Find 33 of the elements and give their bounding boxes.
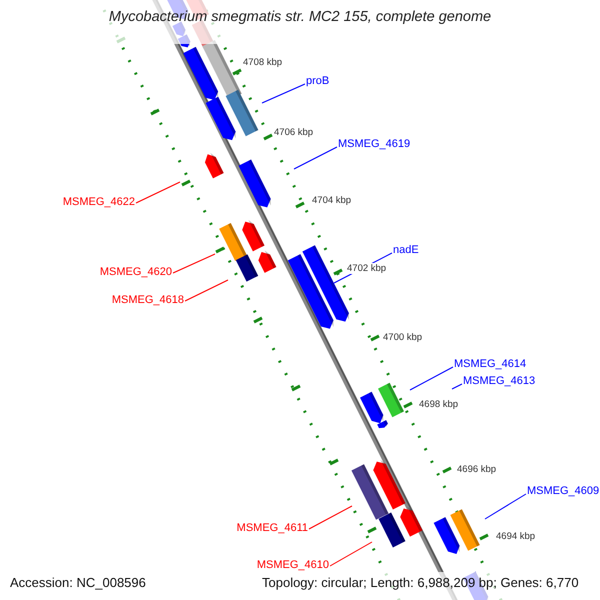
scale-label: 4694 kbp — [495, 531, 536, 542]
gene-label: MSMEG_4619 — [338, 137, 410, 151]
leader-line — [308, 506, 352, 530]
leader-line — [172, 254, 216, 274]
scale-label: 4708 kbp — [242, 57, 284, 68]
gene-label: MSMEG_4622 — [62, 195, 135, 209]
leader-line — [136, 182, 180, 204]
leader-line — [262, 84, 306, 104]
leader-line — [410, 366, 454, 390]
gene-label: MSMEG_4614 — [454, 357, 526, 371]
scale-label: 4698 kbp — [418, 399, 460, 410]
gene-label: MSMEG_4610 — [256, 558, 329, 572]
scale-label: 4700 kbp — [382, 332, 424, 343]
gene-label: proB — [306, 74, 330, 88]
gene-label: nadE — [393, 243, 419, 257]
scale-label: 4696 kbp — [456, 464, 498, 475]
leader-line — [452, 384, 462, 390]
footer-text: Topology: circular; Length: 6,988,209 bp; Genes: 6,770 — [262, 575, 579, 590]
gene-label: MSMEG_4609 — [527, 484, 600, 498]
title: Mycobacterium smegmatis str. MC2 155, complete genome — [108, 9, 492, 25]
footer-text: Accession: NC_008596 — [10, 575, 146, 590]
scale-label: 4704 kbp — [311, 195, 352, 206]
leader-line — [184, 280, 228, 302]
leader-line — [330, 542, 372, 566]
scale-label: 4702 kbp — [346, 263, 388, 274]
gene-arrow — [302, 245, 349, 322]
gene-label: MSMEG_4611 — [236, 521, 308, 535]
scale-label: 4706 kbp — [273, 127, 314, 138]
leader-line — [484, 494, 526, 520]
gene-label: MSMEG_4618 — [112, 293, 184, 307]
gene-label: MSMEG_4620 — [100, 265, 172, 279]
leader-line — [294, 146, 338, 170]
gene-label: MSMEG_4613 — [463, 374, 536, 388]
